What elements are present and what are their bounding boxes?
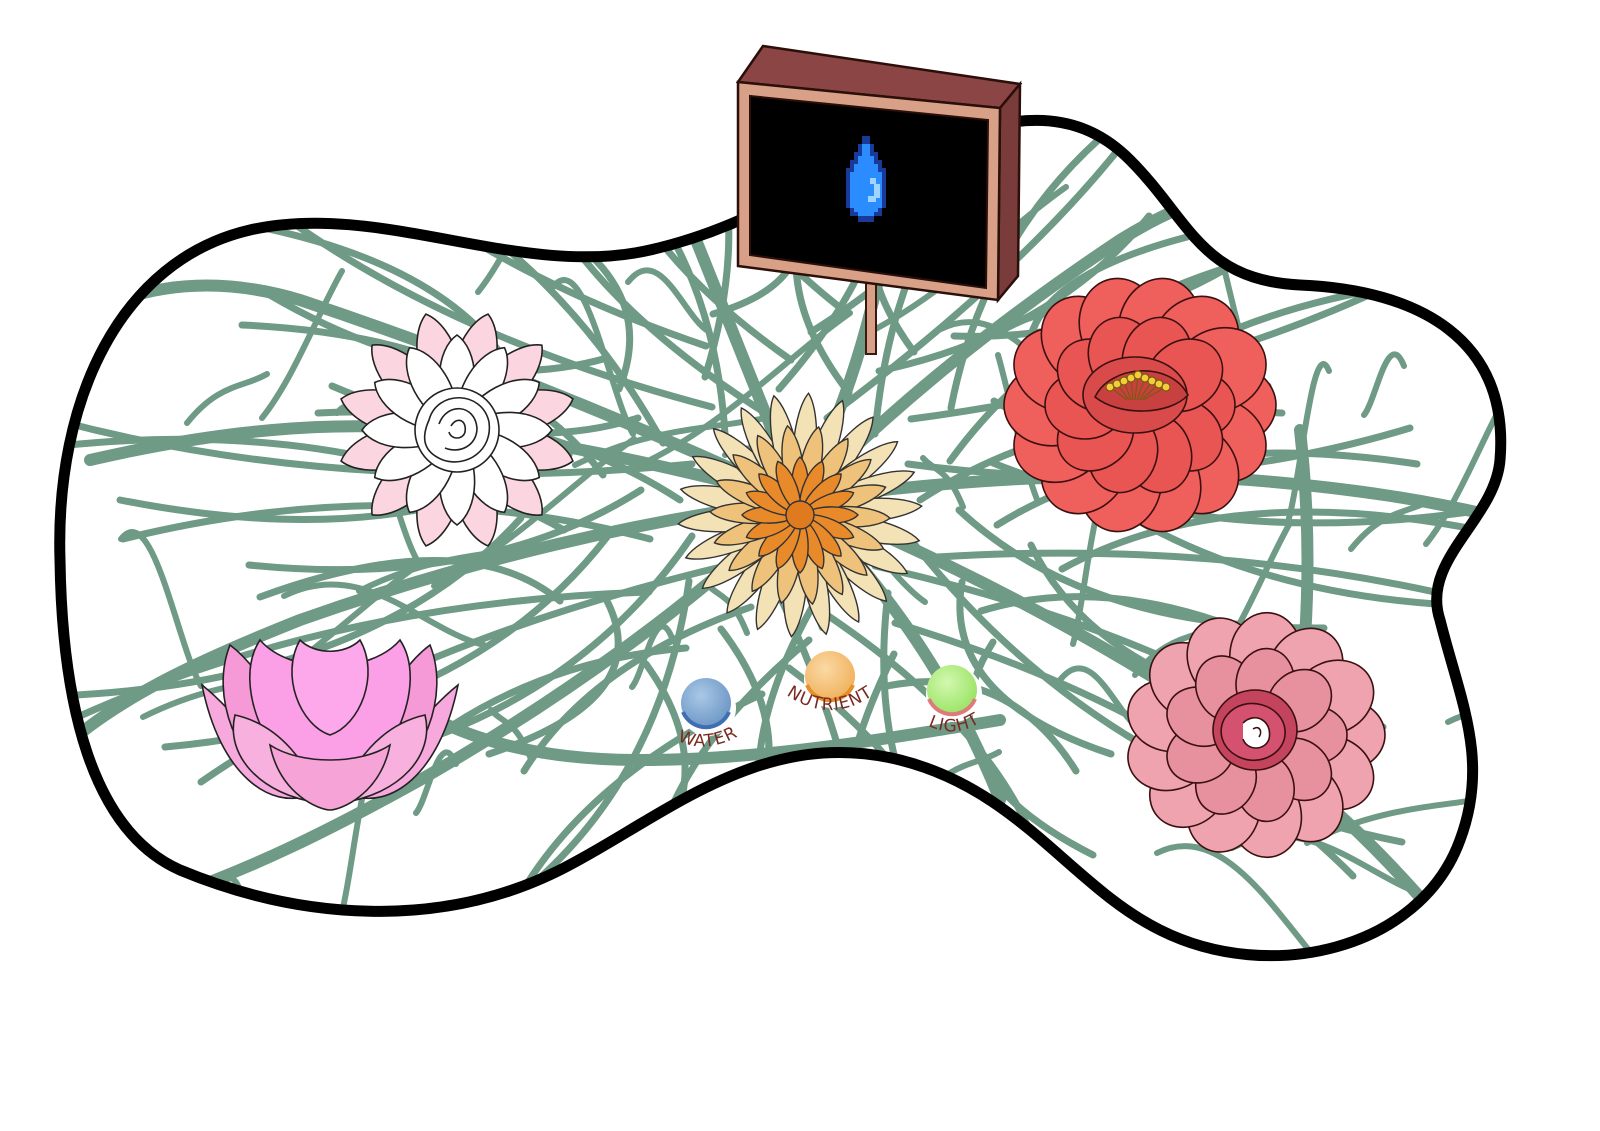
leaf-vein	[356, 539, 562, 594]
leaf-vein	[647, 310, 853, 463]
leaf-outline	[54, 114, 1507, 962]
leaf-vein	[947, 120, 1277, 412]
light-button[interactable]: LIGHT	[926, 665, 983, 736]
pink-rose-flower	[1127, 611, 1386, 859]
red-camellia-flower	[1003, 277, 1277, 533]
leaf-vein	[1286, 361, 1332, 521]
leaf-vein	[1154, 843, 1360, 956]
status-sign	[735, 44, 1023, 355]
leaf-vein	[118, 529, 204, 689]
leaf-vein	[625, 267, 711, 334]
leaf-vein	[520, 603, 755, 775]
leaf-vein	[965, 638, 1097, 859]
water-drop-icon	[846, 136, 886, 222]
leaf-vein	[823, 120, 1212, 422]
sign-side-face	[996, 80, 1022, 304]
leaf-vein	[184, 371, 270, 426]
water-orb[interactable]	[681, 678, 731, 728]
leaf-vein	[956, 578, 1115, 758]
leaf-vein	[1348, 497, 1434, 552]
leaf-vein	[841, 791, 927, 858]
leaf-vein	[550, 277, 636, 437]
leaf-vein	[413, 749, 459, 816]
leaf-vein	[1361, 351, 1407, 418]
leaf-vein	[875, 212, 1153, 375]
orange-chrysanthemum-flower	[677, 392, 923, 638]
leaf-vein	[933, 549, 1501, 652]
leaf-vein	[281, 581, 487, 648]
nutrient-orb[interactable]	[805, 651, 855, 701]
leaf-vein	[629, 623, 675, 690]
leaf-vein	[766, 801, 852, 956]
leaf-vein	[122, 885, 168, 956]
stamen-tip	[1161, 382, 1171, 392]
leaf-vein	[59, 494, 806, 766]
leaf-vein	[259, 268, 345, 421]
light-orb[interactable]	[927, 665, 977, 715]
white-pink-lotus-flower	[340, 313, 574, 547]
leaf-vein	[1058, 508, 1501, 573]
pink-lotus-flower	[200, 638, 460, 811]
sign-post	[865, 281, 877, 355]
leaf-vein	[920, 455, 966, 510]
leaf-vein	[59, 120, 93, 253]
leaf-vein	[488, 707, 534, 762]
